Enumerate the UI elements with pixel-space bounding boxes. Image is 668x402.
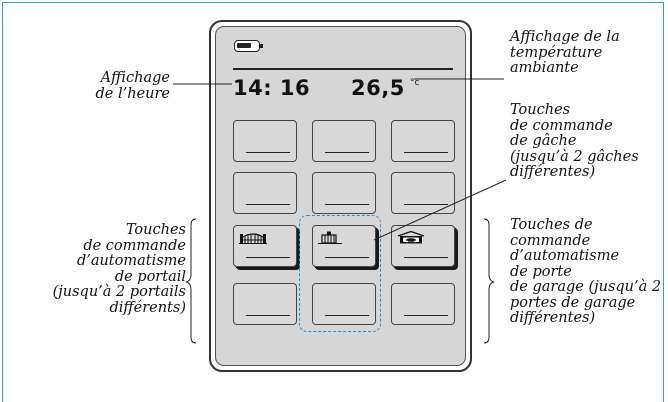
label-garage-line: de garage (jusqu’à 2 — [510, 279, 662, 295]
label-gache-line: de gâche — [510, 133, 577, 149]
door-strike-key[interactable] — [312, 225, 376, 267]
gate-key[interactable] — [233, 225, 297, 267]
key-r2-c3[interactable] — [391, 172, 455, 214]
label-garage-line: d’automatisme — [510, 248, 620, 264]
label-heure-line: Affichage — [100, 70, 170, 86]
label-gache-line: de commande — [510, 117, 613, 134]
label-portail-line: (jusqu’à 2 portails — [52, 284, 186, 300]
label-garage-line: Touches de — [510, 217, 593, 233]
label-temperature-line: ambiante — [510, 60, 579, 76]
key-r2-c2[interactable] — [312, 172, 376, 214]
label-temperature-line: Affichage de la — [510, 29, 620, 45]
temperature-unit: °c — [410, 78, 420, 88]
label-heure: Affichage de l’heure — [60, 70, 171, 102]
label-portail-line: différents) — [109, 299, 186, 316]
temperature-display: 26,5 — [351, 76, 405, 100]
label-gache-line: différentes) — [510, 164, 596, 180]
label-heure-line: de l’heure — [95, 85, 171, 102]
garage-door-icon — [397, 231, 425, 244]
label-garage-line: portes de garage — [510, 294, 636, 311]
label-temperature-line: température — [510, 44, 603, 61]
label-garage: Touches de commande d’automatisme de por… — [510, 217, 662, 327]
label-portail-line: de portail — [114, 268, 186, 285]
key-r1-c1[interactable] — [233, 120, 297, 162]
label-gache-line: Touches — [510, 102, 571, 118]
label-gache: Touches de commande de gâche (jusqu’à 2 … — [510, 102, 639, 181]
door-strike-keys-highlight — [299, 215, 381, 332]
label-portail-line: Touches — [125, 222, 186, 238]
key-r1-c3[interactable] — [391, 120, 455, 162]
key-r4-c3[interactable] — [391, 283, 455, 325]
key-r2-c1[interactable] — [233, 172, 297, 214]
label-portail-line: d’automatisme — [76, 253, 186, 269]
garage-door-key[interactable] — [391, 225, 455, 267]
time-display: 14: 16 — [233, 76, 311, 100]
display-separator — [233, 68, 453, 70]
label-garage-line: de porte — [510, 263, 572, 280]
label-temperature: Affichage de la température ambiante — [510, 29, 620, 77]
key-r4-c1[interactable] — [233, 283, 297, 325]
label-garage-line: différentes) — [510, 310, 596, 326]
label-garage-line: commande — [510, 232, 591, 249]
key-r1-c2[interactable] — [312, 120, 376, 162]
door-strike-icon — [318, 231, 342, 244]
gate-icon — [239, 233, 267, 244]
label-portail-line: de commande — [83, 237, 186, 254]
battery-icon — [234, 40, 263, 52]
key-r4-c2[interactable] — [312, 283, 376, 325]
label-portail: Touches de commande d’automatisme de por… — [30, 222, 186, 316]
label-gache-line: (jusqu’à 2 gâches — [510, 148, 639, 165]
